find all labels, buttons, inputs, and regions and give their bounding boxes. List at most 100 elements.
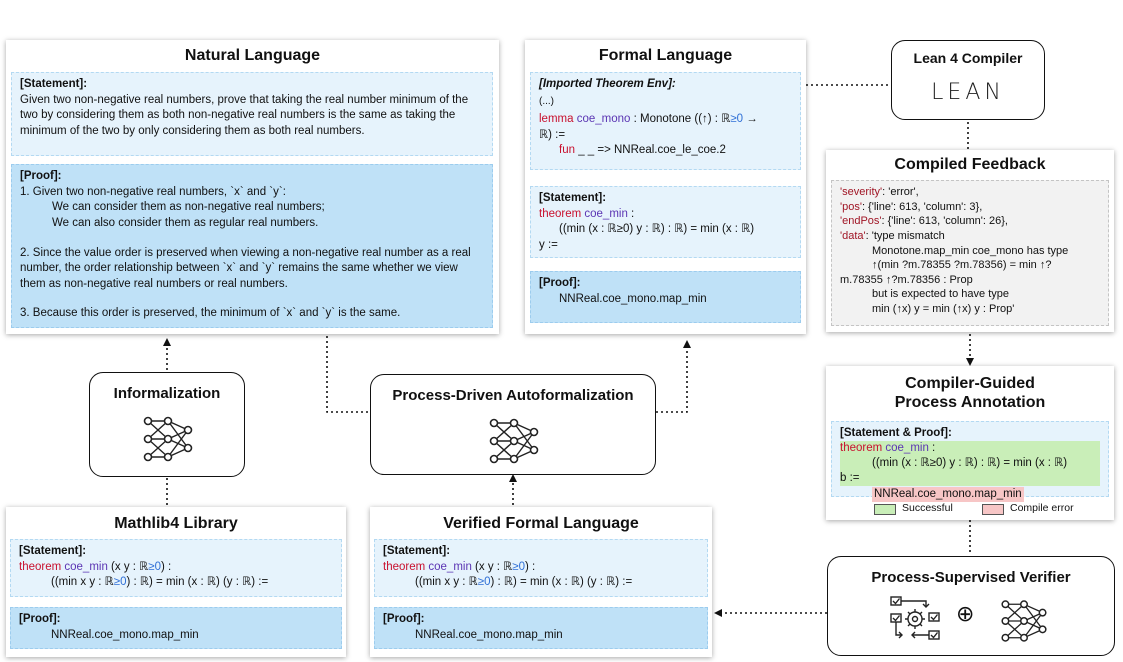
lemma-body: _ _ => NNReal.coe_le_coe.2 bbox=[575, 144, 726, 157]
mathlib-statement-block: [Statement]: theorem coe_min (x y : ℝ≥0)… bbox=[10, 539, 342, 597]
theorem-line-2a: ((min x y : ℝ bbox=[415, 576, 478, 589]
statement-label: [Statement]: bbox=[20, 78, 88, 90]
verified-formal-card: Verified Formal Language [Statement]: th… bbox=[370, 507, 712, 657]
verifier-box: Process-Supervised Verifier ⊕ bbox=[827, 556, 1115, 656]
arrow-natural-to-autoformalization bbox=[326, 336, 370, 413]
annotation-line-4: NNReal.coe_mono.map_min bbox=[872, 486, 1024, 502]
lemma-name: coe_mono bbox=[576, 113, 631, 126]
mathlib-proof-block: [Proof]: NNReal.coe_mono.map_min bbox=[10, 607, 342, 649]
proof-label: [Proof]: bbox=[19, 613, 61, 625]
theorem-line-2-num: ≥0 bbox=[113, 576, 127, 589]
verifier-title: Process-Supervised Verifier bbox=[871, 569, 1071, 586]
theorem-line-2b: ) : ℝ) = min (x : ℝ) (y : ℝ) := bbox=[126, 576, 269, 589]
theorem-name: coe_min bbox=[584, 207, 628, 220]
informalization-box: Informalization bbox=[89, 372, 245, 477]
theorem-colon: : bbox=[928, 441, 936, 454]
legend-error-label: Compile error bbox=[1010, 502, 1074, 514]
lemma-signature: : Monotone ((↑) : ℝ bbox=[630, 113, 731, 126]
theorem-name: coe_min bbox=[428, 560, 472, 573]
statement-label: [Statement]: bbox=[383, 545, 451, 557]
env-label: [Imported Theorem Env]: bbox=[539, 78, 676, 90]
theorem-signature-num: ≥0 bbox=[148, 560, 161, 573]
formal-proof-block: [Proof]: NNReal.coe_mono.map_min bbox=[530, 271, 801, 323]
annotation-title-1: Compiler-Guided bbox=[905, 375, 1035, 392]
theorem-keyword: theorem bbox=[383, 560, 426, 573]
theorem-signature-end: ) : bbox=[525, 560, 536, 573]
compiled-feedback-title: Compiled Feedback bbox=[894, 156, 1046, 173]
verified-statement-block: [Statement]: theorem coe_min (x y : ℝ≥0)… bbox=[374, 539, 708, 597]
feedback-key-endpos: 'endPos' bbox=[840, 215, 882, 228]
lemma-signature-arrow: → bbox=[743, 113, 758, 126]
theorem-name: coe_min bbox=[64, 560, 108, 573]
lean-logo: LEAN bbox=[892, 79, 1044, 105]
feedback-line-6: ↑(min ?m.78355 ?m.78356) = min ↑? bbox=[872, 259, 1052, 272]
mathlib-title: Mathlib4 Library bbox=[114, 515, 238, 532]
neural-network-icon bbox=[489, 418, 539, 464]
autoformalization-title: Process-Driven Autoformalization bbox=[392, 387, 634, 404]
proof-text: NNReal.coe_mono.map_min bbox=[415, 628, 563, 641]
verified-proof-block: [Proof]: NNReal.coe_mono.map_min bbox=[374, 607, 708, 649]
annotation-line-2: ((min (x : ℝ≥0) y : ℝ) : ℝ) = min (x : ℝ… bbox=[840, 455, 1100, 471]
theorem-line-2-num: ≥0 bbox=[477, 576, 491, 589]
formal-language-card: Formal Language [Imported Theorem Env]: … bbox=[525, 40, 806, 334]
feedback-key-pos: 'pos' bbox=[840, 200, 862, 213]
theorem-signature: (x y : ℝ bbox=[471, 560, 513, 573]
plus-icon: ⊕ bbox=[956, 601, 975, 626]
proof-text: NNReal.coe_mono.map_min bbox=[51, 628, 199, 641]
theorem-signature-num: ≥0 bbox=[512, 560, 525, 573]
theorem-signature: (x y : ℝ bbox=[107, 560, 149, 573]
feedback-value-data: : 'type mismatch bbox=[865, 229, 945, 242]
feedback-key-severity: 'severity' bbox=[840, 186, 883, 198]
formal-statement-block: [Statement]: theorem coe_min : ((min (x … bbox=[530, 186, 801, 258]
feedback-value-endpos: : {'line': 613, 'column': 26}, bbox=[881, 215, 1008, 228]
natural-statement-block: [Statement]: Given two non-negative real… bbox=[11, 72, 493, 156]
neural-network-icon bbox=[143, 416, 193, 462]
theorem-keyword: theorem bbox=[840, 441, 883, 454]
feedback-value-pos: : {'line': 613, 'column': 3}, bbox=[861, 200, 983, 213]
proof-step-1b: We can also consider them as regular rea… bbox=[52, 216, 319, 229]
proof-step-2: 2. Since the value order is preserved wh… bbox=[20, 246, 471, 290]
theorem-keyword: theorem bbox=[19, 560, 62, 573]
compiled-feedback-card: Compiled Feedback 'severity': 'error', '… bbox=[826, 150, 1114, 332]
lemma-keyword: lemma bbox=[539, 113, 574, 126]
process-flow-icon bbox=[890, 596, 940, 640]
arrow-autoformalization-to-formal bbox=[656, 340, 691, 413]
feedback-line-5: Monotone.map_min coe_mono has type bbox=[872, 244, 1069, 257]
lemma-signature-cont: ℝ) := bbox=[539, 128, 566, 141]
lean-logo-text: LEAN bbox=[931, 80, 1005, 105]
legend-success-swatch bbox=[874, 504, 896, 515]
feedback-line-8: but is expected to have type bbox=[872, 288, 1009, 301]
natural-proof-block: [Proof]: 1. Given two non-negative real … bbox=[11, 164, 493, 328]
annotation-line-1: theorem coe_min : bbox=[840, 440, 1100, 456]
lemma-signature-num: ≥0 bbox=[730, 113, 744, 126]
lean-compiler-box: Lean 4 Compiler LEAN bbox=[891, 40, 1045, 120]
theorem-line-3: y := bbox=[539, 238, 558, 251]
informalization-title: Informalization bbox=[113, 385, 221, 402]
fun-keyword: fun bbox=[559, 144, 575, 157]
legend-error-swatch bbox=[982, 504, 1004, 515]
feedback-line-7: m.78355 ↑?m.78356 : Prop bbox=[840, 273, 973, 286]
verified-formal-title: Verified Formal Language bbox=[443, 515, 639, 532]
imported-env-block: [Imported Theorem Env]: (...) lemma coe_… bbox=[530, 72, 801, 170]
natural-language-title: Natural Language bbox=[184, 47, 321, 64]
feedback-line-9: min (↑x) y = min (↑x) y : Prop' bbox=[872, 303, 1015, 315]
proof-step-1a: We can consider them as non-negative rea… bbox=[52, 201, 325, 214]
annotation-label: [Statement & Proof]: bbox=[840, 427, 952, 439]
proof-step-1: 1. Given two non-negative real numbers, … bbox=[20, 185, 286, 198]
annotation-title-2: Process Annotation bbox=[894, 394, 1046, 411]
proof-step-3: 3. Because this order is preserved, the … bbox=[20, 307, 401, 320]
theorem-colon: : bbox=[627, 207, 635, 220]
feedback-key-data: 'data' bbox=[840, 229, 866, 242]
proof-text: NNReal.coe_mono.map_min bbox=[559, 292, 707, 305]
theorem-line-2a: ((min x y : ℝ bbox=[51, 576, 114, 589]
theorem-signature-end: ) : bbox=[161, 560, 172, 573]
annotation-card: Compiler-Guided Process Annotation [Stat… bbox=[826, 366, 1114, 520]
autoformalization-box: Process-Driven Autoformalization bbox=[370, 374, 656, 475]
proof-label: [Proof]: bbox=[383, 613, 425, 625]
proof-label: [Proof]: bbox=[20, 170, 62, 182]
statement-label: [Statement]: bbox=[19, 545, 87, 557]
theorem-line-2: ((min (x : ℝ≥0) y : ℝ) : ℝ) = min (x : ℝ… bbox=[559, 223, 755, 236]
formal-language-title: Formal Language bbox=[598, 47, 733, 64]
mathlib-card: Mathlib4 Library [Statement]: theorem co… bbox=[6, 507, 346, 657]
annotation-block: [Statement & Proof]: theorem coe_min : (… bbox=[831, 421, 1109, 502]
